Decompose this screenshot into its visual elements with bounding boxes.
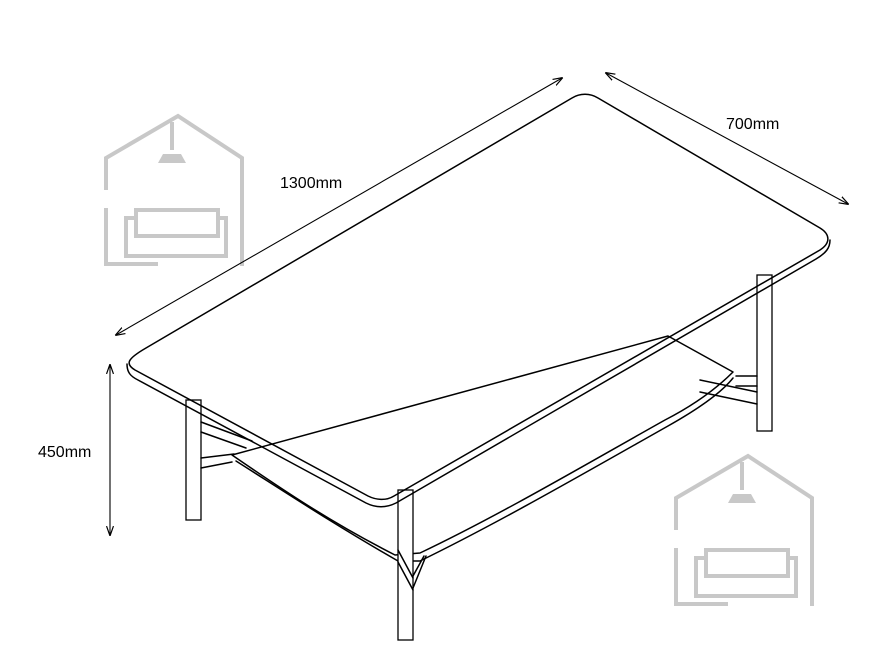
watermark-logo-icon (674, 453, 814, 606)
height-dimension: 450mm (38, 365, 110, 535)
length-label: 1300mm (280, 175, 342, 192)
width-dimension-arrow (606, 73, 848, 204)
width-dimension: 700mm (606, 73, 848, 204)
length-dimension-arrow (116, 78, 562, 335)
height-label: 450mm (38, 444, 91, 461)
width-label: 700mm (726, 116, 779, 133)
length-dimension: 1300mm (116, 78, 562, 335)
front-corner-leg (397, 489, 427, 641)
watermark-logo-icon (104, 113, 244, 266)
back-right-leg (699, 274, 773, 432)
table-top (126, 93, 831, 508)
lower-shelf (231, 335, 734, 562)
left-leg (185, 399, 253, 521)
